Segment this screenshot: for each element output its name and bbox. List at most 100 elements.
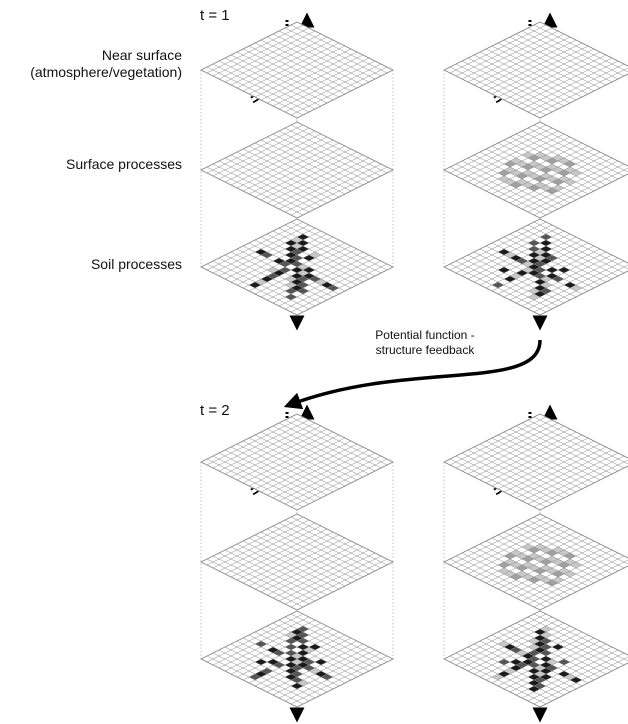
- grid-line: [497, 637, 595, 687]
- grid-line: [248, 537, 346, 587]
- grid-line: [236, 443, 334, 493]
- grid-line: [296, 69, 394, 119]
- grid-line: [497, 148, 595, 198]
- grid-line: [236, 51, 334, 101]
- soil-layer: [200, 610, 394, 708]
- grid-line: [479, 443, 577, 493]
- grid-line: [485, 245, 583, 295]
- grid-line: [509, 54, 607, 104]
- grid-line: [521, 60, 619, 110]
- grid-line: [473, 154, 571, 204]
- grid-line: [461, 60, 559, 110]
- grid-line: [206, 263, 304, 313]
- grid-line: [539, 565, 628, 611]
- grid-line: [497, 440, 595, 490]
- grid-line: [491, 634, 589, 684]
- layer-label-surface: Surface processes: [66, 156, 182, 172]
- grid-line: [260, 151, 358, 201]
- grid-line: [290, 458, 388, 508]
- grid-line: [284, 652, 382, 702]
- grid-line: [236, 640, 334, 690]
- grid-line: [224, 646, 322, 696]
- grid-line: [491, 145, 589, 195]
- grid-line: [248, 437, 346, 487]
- grid-line: [473, 251, 571, 301]
- grid-line: [200, 69, 298, 119]
- grid-line: [266, 54, 364, 104]
- grid-line: [461, 160, 559, 210]
- grid-line: [242, 637, 340, 687]
- grid-line: [473, 54, 571, 104]
- grid-line: [497, 245, 595, 295]
- grid-line: [455, 455, 553, 505]
- grid-line: [521, 452, 619, 502]
- grid-line: [485, 440, 583, 490]
- grid-line: [485, 540, 583, 590]
- grid-line: [473, 446, 571, 496]
- grid-line: [290, 66, 388, 116]
- grid-line: [296, 561, 394, 611]
- grid-line: [218, 160, 316, 210]
- grid-line: [515, 646, 613, 696]
- grid-line: [254, 440, 352, 490]
- grid-line: [509, 546, 607, 596]
- grid-line: [449, 655, 547, 705]
- grid-line: [533, 459, 628, 508]
- grid-line: [206, 655, 304, 705]
- grid-line: [443, 69, 541, 119]
- grid-line: [473, 643, 571, 693]
- grid-line: [533, 559, 628, 608]
- grid-line: [266, 154, 364, 204]
- grid-line: [461, 452, 559, 502]
- grid-line: [242, 245, 340, 295]
- time-label-t2: t = 2: [200, 402, 230, 419]
- grid-line: [242, 48, 340, 98]
- grid-line: [509, 446, 607, 496]
- grid-line: [449, 66, 547, 116]
- grid-line: [272, 646, 370, 696]
- grid-line: [527, 163, 625, 213]
- grid-line: [461, 257, 559, 307]
- grid-line: [515, 254, 613, 304]
- grid-line: [491, 437, 589, 487]
- grid-line: [224, 549, 322, 599]
- grid-line: [260, 640, 358, 690]
- grid-line: [527, 652, 625, 702]
- grid-line: [503, 51, 601, 101]
- grid-line: [479, 248, 577, 298]
- grid-line: [254, 540, 352, 590]
- grid-line: [503, 543, 601, 593]
- near-surface-layer: [200, 21, 394, 119]
- grid-line: [242, 440, 340, 490]
- grid-line: [254, 637, 352, 687]
- grid-line: [443, 266, 541, 316]
- grid-line: [260, 248, 358, 298]
- grid-line: [212, 163, 310, 213]
- grid-line: [515, 549, 613, 599]
- grid-line: [449, 263, 547, 313]
- grid-line: [515, 449, 613, 499]
- grid-line: [503, 151, 601, 201]
- grid-line: [272, 549, 370, 599]
- grid-line: [254, 245, 352, 295]
- grid-line: [230, 446, 328, 496]
- feedback-label: Potential function - structure feedback: [355, 328, 495, 358]
- grid-line: [467, 254, 565, 304]
- grid-line: [248, 45, 346, 95]
- grid-line: [479, 640, 577, 690]
- grid-line: [284, 555, 382, 605]
- grid-line: [521, 552, 619, 602]
- grid-line: [443, 561, 541, 611]
- grid-line: [266, 546, 364, 596]
- grid-line: [527, 260, 625, 310]
- grid-line: [206, 166, 304, 216]
- grid-line: [503, 640, 601, 690]
- grid-line: [455, 260, 553, 310]
- grid-line: [200, 561, 298, 611]
- grid-line: [521, 160, 619, 210]
- surface-layer: [443, 513, 628, 611]
- grid-line: [236, 248, 334, 298]
- grid-line: [491, 242, 589, 292]
- grid-line: [527, 455, 625, 505]
